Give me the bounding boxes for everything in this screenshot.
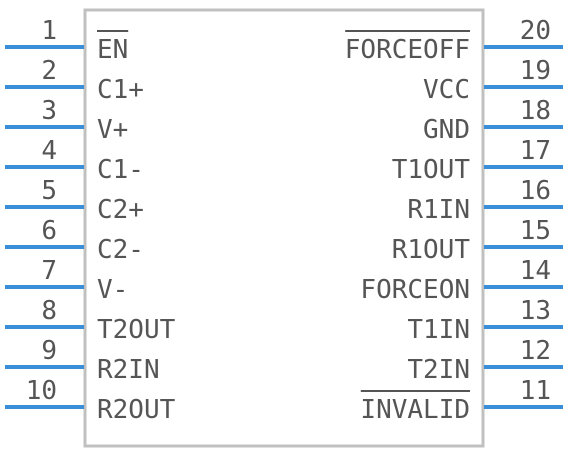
pin-number-19: 19 <box>520 56 551 86</box>
pin-label-invalid: INVALID <box>360 395 470 425</box>
pin-label-c1plus: C1+ <box>97 75 144 105</box>
pin-number-7: 7 <box>41 256 57 286</box>
pin-number-13: 13 <box>520 296 551 326</box>
pin-number-17: 17 <box>520 136 551 166</box>
pin-number-3: 3 <box>41 96 57 126</box>
pin-number-2: 2 <box>41 56 57 86</box>
pin-number-11: 11 <box>520 376 551 406</box>
pin-label-t1out: T1OUT <box>392 155 471 185</box>
pin-number-8: 8 <box>41 296 57 326</box>
pin-label-t1in: T1IN <box>407 315 470 345</box>
pin-label-gnd: GND <box>423 115 470 145</box>
pin-label-forceoff: FORCEOFF <box>345 35 470 65</box>
pin-number-1: 1 <box>41 16 57 46</box>
pin-label-c2minus: C2- <box>97 235 144 265</box>
pin-label-r2in: R2IN <box>97 355 160 385</box>
pin-label-t2out: T2OUT <box>97 315 176 345</box>
pin-label-vplus: V+ <box>97 115 128 145</box>
pin-label-vcc: VCC <box>423 75 470 105</box>
pin-label-forceon: FORCEON <box>360 275 470 305</box>
pin-number-9: 9 <box>41 336 57 366</box>
pin-number-5: 5 <box>41 176 57 206</box>
ic-body <box>83 8 485 448</box>
pin-label-t2in: T2IN <box>407 355 470 385</box>
pin-number-10: 10 <box>26 376 57 406</box>
pin-label-en: EN <box>97 35 128 65</box>
pin-number-6: 6 <box>41 216 57 246</box>
pin-label-r1in: R1IN <box>407 195 470 225</box>
pin-label-vminus: V- <box>97 275 128 305</box>
pin-number-18: 18 <box>520 96 551 126</box>
pin-number-4: 4 <box>41 136 57 166</box>
pin-label-c2plus: C2+ <box>97 195 144 225</box>
pin-number-12: 12 <box>520 336 551 366</box>
pin-label-c1minus: C1- <box>97 155 144 185</box>
pin-number-20: 20 <box>520 16 551 46</box>
pin-number-16: 16 <box>520 176 551 206</box>
pin-label-r1out: R1OUT <box>392 235 471 265</box>
pin-number-15: 15 <box>520 216 551 246</box>
pin-label-r2out: R2OUT <box>97 395 176 425</box>
pin-number-14: 14 <box>520 256 551 286</box>
